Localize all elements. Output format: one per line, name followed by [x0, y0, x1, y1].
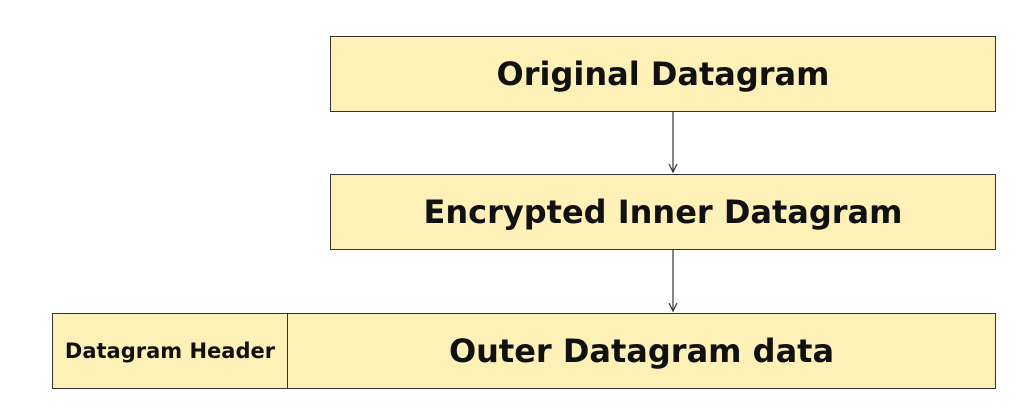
original-datagram-label: Original Datagram	[496, 55, 830, 93]
outer-datagram-data-box: Outer Datagram data	[287, 313, 996, 389]
outer-datagram-data-label: Outer Datagram data	[448, 332, 835, 370]
encrypted-inner-datagram-box: Encrypted Inner Datagram	[330, 174, 996, 250]
encrypted-inner-datagram-label: Encrypted Inner Datagram	[423, 193, 903, 231]
datagram-header-box: Datagram Header	[52, 313, 288, 389]
original-datagram-box: Original Datagram	[330, 36, 996, 112]
datagram-header-label: Datagram Header	[64, 338, 276, 363]
